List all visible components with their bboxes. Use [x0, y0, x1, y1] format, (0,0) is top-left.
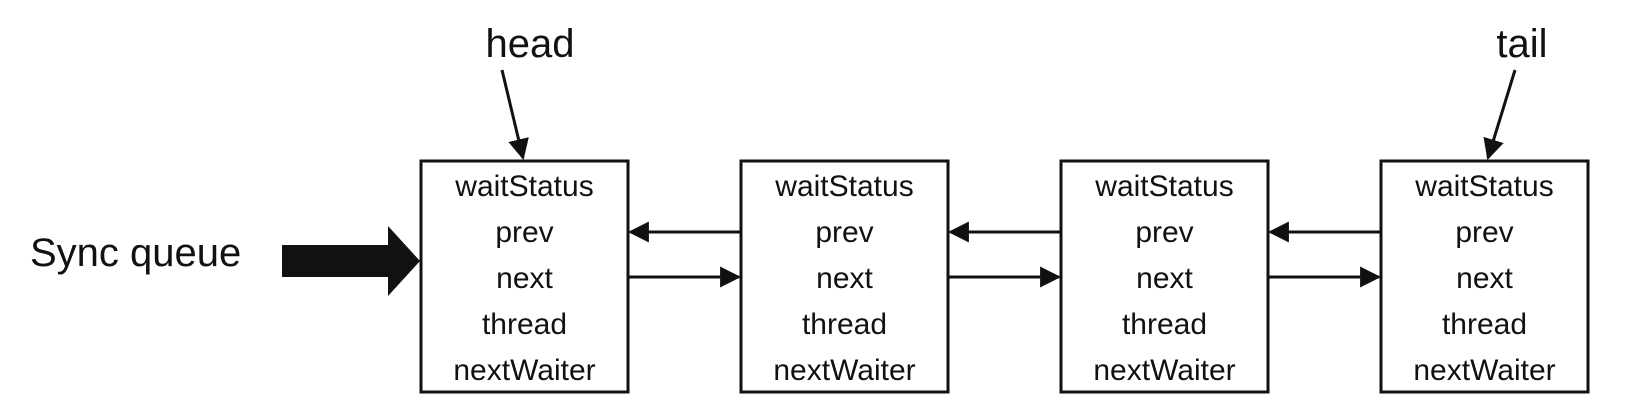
node-box	[1379, 159, 1590, 394]
queue-node: waitStatus prev next thread nextWaiter	[1379, 159, 1590, 394]
queue-node: waitStatus prev next thread nextWaiter	[739, 159, 950, 394]
head-pointer-arrow	[500, 69, 529, 161]
sync-queue-label: Sync queue	[30, 231, 241, 275]
field-prev: prev	[1455, 216, 1513, 249]
field-waitstatus: waitStatus	[454, 170, 593, 203]
field-thread: thread	[482, 308, 567, 341]
node-box	[1059, 159, 1270, 394]
field-nextwaiter: nextWaiter	[1093, 354, 1235, 387]
field-next: next	[816, 262, 873, 295]
node-box	[419, 159, 630, 394]
field-thread: thread	[802, 308, 887, 341]
field-next: next	[1456, 262, 1513, 295]
field-nextwaiter: nextWaiter	[1413, 354, 1555, 387]
queue-node: waitStatus prev next thread nextWaiter	[1059, 159, 1270, 394]
tail-pointer-arrow	[1483, 69, 1517, 161]
field-waitstatus: waitStatus	[1414, 170, 1553, 203]
field-nextwaiter: nextWaiter	[453, 354, 595, 387]
field-prev: prev	[495, 216, 553, 249]
sync-queue-arrow	[282, 226, 420, 296]
field-next: next	[496, 262, 553, 295]
node-box	[739, 159, 950, 394]
field-thread: thread	[1442, 308, 1527, 341]
field-prev: prev	[815, 216, 873, 249]
field-next: next	[1136, 262, 1193, 295]
tail-label: tail	[1496, 22, 1547, 66]
field-prev: prev	[1135, 216, 1193, 249]
field-waitstatus: waitStatus	[774, 170, 913, 203]
queue-node: waitStatus prev next thread nextWaiter	[419, 159, 630, 394]
field-waitstatus: waitStatus	[1094, 170, 1233, 203]
field-nextwaiter: nextWaiter	[773, 354, 915, 387]
field-thread: thread	[1122, 308, 1207, 341]
head-label: head	[486, 22, 575, 66]
